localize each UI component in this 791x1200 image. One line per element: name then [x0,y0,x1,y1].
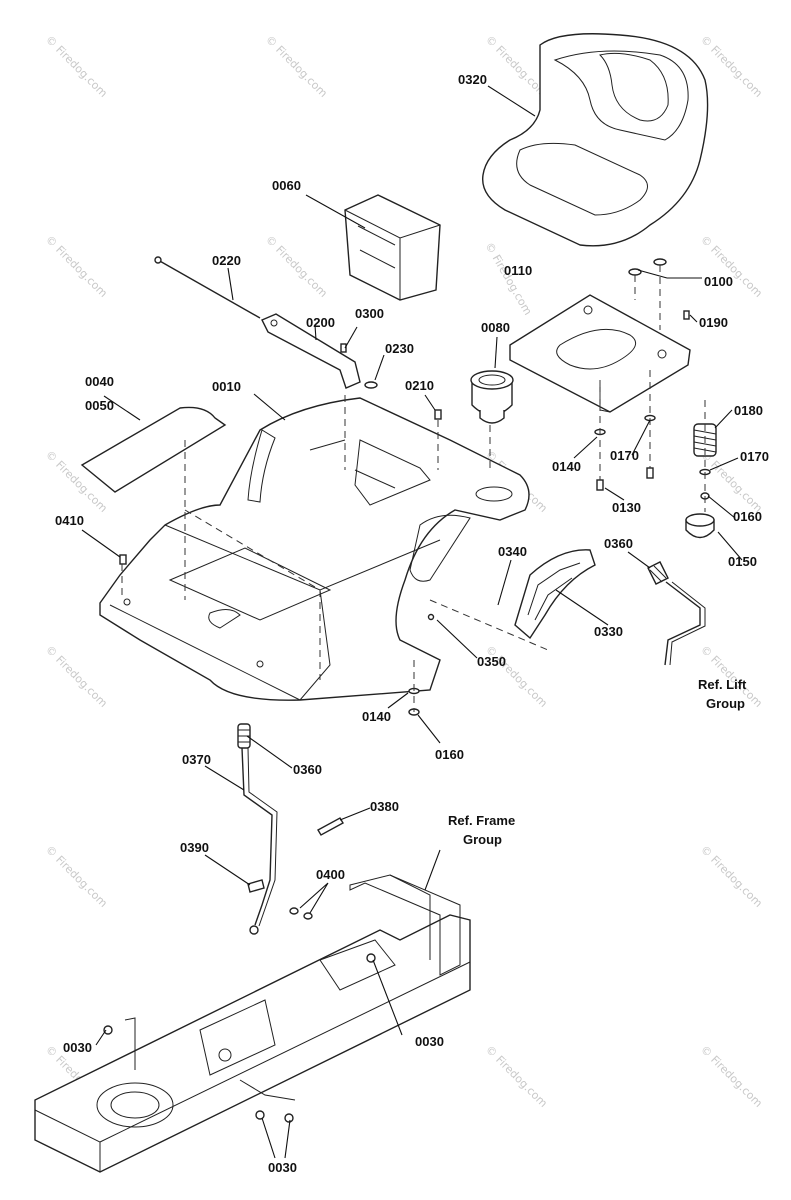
frame-part [34,874,471,1173]
assembly-lines [121,395,549,680]
part-labels: 0320 0060 0220 0110 0100 0300 0200 0190 … [55,72,769,1175]
lift-lever-part [237,723,278,935]
body-pan-part [99,397,530,701]
watermark: © Firedog.com [698,33,765,100]
part-label-0320: 0320 [458,72,487,87]
watermark: © Firedog.com [43,643,110,710]
watermark: © Firedog.com [43,33,110,100]
lever-hardware [247,879,313,920]
part-label-0300: 0300 [355,306,384,321]
part-label-0150: 0150 [728,554,757,569]
fender-bracket-part [514,549,596,640]
part-label-0030: 0030 [415,1034,444,1049]
part-label-0380: 0380 [370,799,399,814]
part-label-0040: 0040 [85,374,114,389]
part-label-0410: 0410 [55,513,84,528]
part-label-0190: 0190 [699,315,728,330]
part-label-0050: 0050 [85,398,114,413]
ref-lift-group-line1: Ref. Lift [698,677,747,692]
watermark: © Firedog.com [483,1043,550,1110]
part-label-0330: 0330 [594,624,623,639]
watermark: © Firedog.com [483,643,550,710]
seat-watermark: © Firedog.com [482,240,534,317]
part-label-0400: 0400 [316,867,345,882]
lift-handle-part [647,561,706,666]
part-label-0350: 0350 [477,654,506,669]
body-hardware [119,409,442,716]
part-label-0140: 0140 [552,459,581,474]
part-label-0360: 0360 [604,536,633,551]
part-label-0030: 0030 [63,1040,92,1055]
part-label-0370: 0370 [182,752,211,767]
ref-frame-group-line2: Group [463,832,502,847]
watermark: © Firedog.com [698,233,765,300]
watermark: © Firedog.com [698,843,765,910]
part-label-0340: 0340 [498,544,527,559]
leader-lines [81,85,743,1159]
part-label-0160: 0160 [435,747,464,762]
rod-part [154,256,261,319]
part-label-0010: 0010 [212,379,241,394]
part-label-0100: 0100 [704,274,733,289]
ref-lift-group-line2: Group [706,696,745,711]
reference-labels: Ref. Lift Group Ref. Frame Group [448,677,747,847]
ref-frame-group-line1: Ref. Frame [448,813,515,828]
part-label-0130: 0130 [612,500,641,515]
part-label-0210: 0210 [405,378,434,393]
seat-part [481,33,709,247]
part-label-0160: 0160 [733,509,762,524]
part-label-0220: 0220 [212,253,241,268]
watermark: © Firedog.com [43,843,110,910]
bushing-part [685,400,715,539]
part-label-0230: 0230 [385,341,414,356]
cup-holder-part [470,370,514,424]
watermark: © Firedog.com [43,233,110,300]
part-label-0390: 0390 [180,840,209,855]
part-label-0180: 0180 [734,403,763,418]
part-label-0060: 0060 [272,178,301,193]
seat-hardware [628,258,690,330]
part-label-0200: 0200 [306,315,335,330]
watermark: © Firedog.com [263,33,330,100]
pad-part [80,406,227,493]
part-label-0360: 0360 [293,762,322,777]
watermark: © Firedog.com [263,233,330,300]
seat-pan-part [509,294,691,413]
part-label-0030: 0030 [268,1160,297,1175]
bracket-part [261,313,378,389]
seat-pan-hardware [594,370,656,491]
part-label-0110: 0110 [504,263,532,278]
part-label-0170: 0170 [740,449,769,464]
pin-part [317,817,344,836]
storage-tray-part [344,194,441,301]
watermark: © Firedog.com [698,1043,765,1110]
part-label-0170: 0170 [610,448,639,463]
part-label-0140: 0140 [362,709,391,724]
part-label-0080: 0080 [481,320,510,335]
